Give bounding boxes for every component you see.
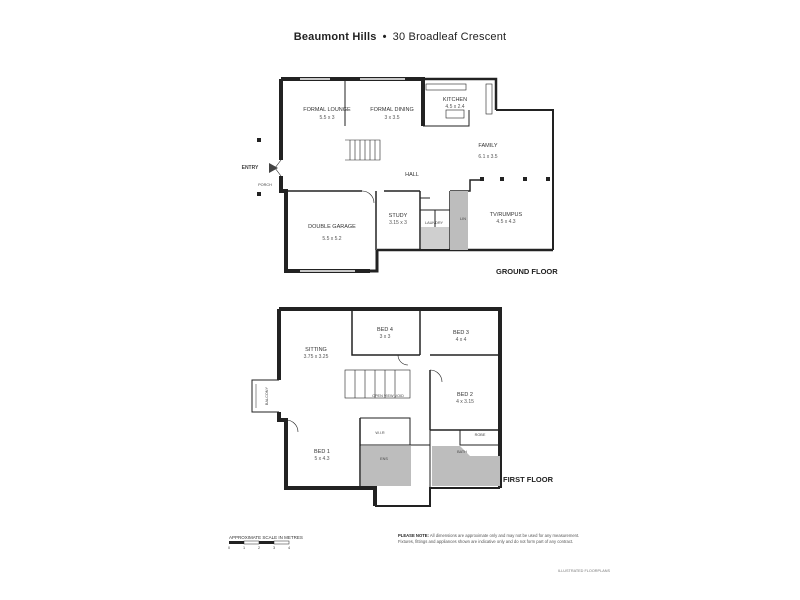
scale-tick-4: 4 xyxy=(288,546,290,550)
study-label: STUDY xyxy=(389,213,408,219)
scale-bar: 0 1 2 3 4 xyxy=(228,540,290,550)
suburb: Beaumont Hills xyxy=(293,31,377,43)
note-title: PLEASE NOTE: xyxy=(398,533,429,538)
first-floor-labels: SITTING 3.75 x 3.25 BED 4 3 x 3 BED 3 4 … xyxy=(265,327,554,484)
family-label: FAMILY xyxy=(478,143,497,149)
ground-floor-label: GROUND FLOOR xyxy=(496,267,558,276)
study-dim: 3.15 x 3 xyxy=(389,220,407,226)
scale-tick-3: 3 xyxy=(273,546,275,550)
bed2-dim: 4 x 3.15 xyxy=(456,399,474,405)
double-garage-dim: 5.5 x 5.2 xyxy=(322,236,341,242)
linen-label: LIN xyxy=(460,217,466,221)
rumpus-dim: 4.5 x 4.3 xyxy=(496,219,515,225)
bed3-label: BED 3 xyxy=(453,330,469,336)
formal-lounge-dim: 5.5 x 3 xyxy=(319,115,334,121)
bed2-label: BED 2 xyxy=(457,392,473,398)
title-separator: • xyxy=(382,31,387,43)
disclaimer-note: PLEASE NOTE: All dimensions are approxim… xyxy=(398,533,588,545)
scale-tick-2: 2 xyxy=(258,546,260,550)
sitting-label: SITTING xyxy=(305,347,327,353)
porch-label: PORCH xyxy=(258,183,272,187)
street-address: 30 Broadleaf Crescent xyxy=(392,31,507,43)
wir-label: W.I.R xyxy=(375,431,385,435)
robe-label: ROBE xyxy=(475,433,486,437)
double-garage-label: DOUBLE GARAGE xyxy=(308,224,356,230)
rumpus-label: TV/RUMPUS xyxy=(490,212,523,218)
bed4-dim: 3 x 3 xyxy=(380,334,391,340)
first-floor-plan xyxy=(251,307,502,507)
ground-floor-labels: FORMAL LOUNGE 5.5 x 3 FORMAL DINING 3 x … xyxy=(242,97,559,276)
entry-label: ENTRY xyxy=(242,165,259,171)
scale-caption: APPROXIMATE SCALE IN METRES xyxy=(229,535,303,540)
formal-dining-dim: 3 x 3.5 xyxy=(384,115,399,121)
scale-tick-0: 0 xyxy=(228,546,230,550)
kitchen-dim: 4.5 x 2.4 xyxy=(445,104,464,110)
family-dim: 6.1 x 3.5 xyxy=(478,154,497,160)
note-text: All dimensions are approximate only and … xyxy=(398,533,580,544)
first-floor-label: FIRST FLOOR xyxy=(503,475,554,484)
bed3-dim: 4 x 4 xyxy=(456,337,467,343)
bed1-dim: 5 x 4.3 xyxy=(314,456,329,462)
bath-label: BATH xyxy=(457,450,467,454)
scale-tick-1: 1 xyxy=(243,546,245,550)
credit: ILLUSTRATED FLOORPLANS xyxy=(557,569,610,573)
sitting-dim: 3.75 x 3.25 xyxy=(304,354,329,360)
page-title: Beaumont Hills • 30 Broadleaf Crescent xyxy=(0,31,800,43)
formal-lounge-label: FORMAL LOUNGE xyxy=(303,107,351,113)
balcony-label: BALCONY xyxy=(265,386,269,405)
formal-dining-label: FORMAL DINING xyxy=(370,107,414,113)
laundry-label: LAUNDRY xyxy=(425,221,444,225)
ens-label: ENS xyxy=(380,457,388,461)
open-view-label: OPEN VIEW VOID xyxy=(372,394,404,398)
bed4-label: BED 4 xyxy=(377,327,393,333)
hall-label: HALL xyxy=(405,172,419,178)
kitchen-label: KITCHEN xyxy=(443,97,467,103)
bed1-label: BED 1 xyxy=(314,449,330,455)
ground-floor-plan xyxy=(257,77,554,273)
